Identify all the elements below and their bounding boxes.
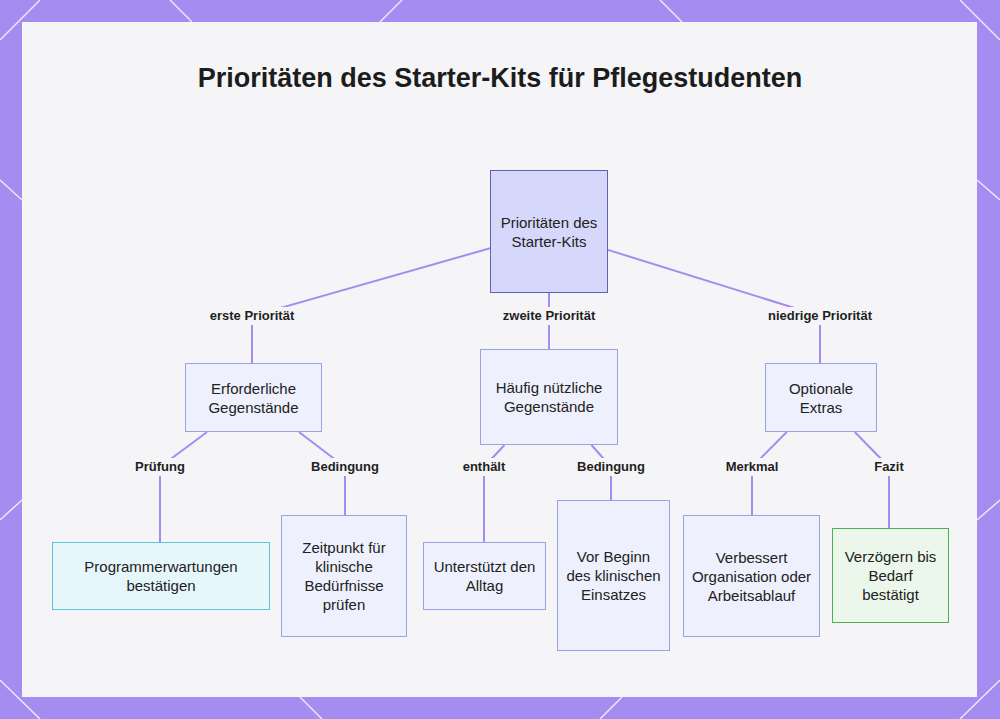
edge-label: Bedingung: [308, 458, 382, 476]
category-box: Erforderliche Gegenstände: [185, 363, 322, 432]
node-text: Häufig nützliche Gegenstände: [488, 378, 610, 416]
edge-label: niedrige Priorität: [765, 307, 875, 325]
diagram-title: Prioritäten des Starter-Kits für Pfleges…: [150, 62, 850, 95]
edge-label: erste Priorität: [207, 307, 298, 325]
connector-line: [855, 432, 889, 528]
connector-line: [252, 248, 490, 363]
detail-box: Verbessert Organisation oder Arbeitsabla…: [683, 515, 820, 637]
node-text: Verzögern bis Bedarf bestätigt: [840, 547, 941, 604]
node-text: Verbessert Organisation oder Arbeitsabla…: [691, 548, 812, 605]
detail-box: Programmerwartungen bestätigen: [52, 542, 270, 610]
category-box: Häufig nützliche Gegenstände: [480, 349, 618, 445]
edge-label: Merkmal: [723, 458, 782, 476]
edge-label: Fazit: [871, 458, 907, 476]
edge-label: zweite Priorität: [500, 307, 598, 325]
conclusion-box: Verzögern bis Bedarf bestätigt: [832, 528, 949, 623]
node-text: Programmerwartungen bestätigen: [60, 557, 262, 595]
node-text: Prioritäten des Starter-Kits: [498, 213, 600, 251]
detail-box: Vor Beginn des klinischen Einsatzes: [557, 500, 670, 651]
node-text: Vor Beginn des klinischen Einsatzes: [565, 547, 662, 604]
node-text: Zeitpunkt für klinische Bedürfnisse prüf…: [289, 538, 399, 614]
category-box: Optionale Extras: [765, 363, 877, 432]
node-text: Optionale Extras: [773, 379, 869, 417]
edge-label: Prüfung: [132, 458, 188, 476]
root-box: Prioritäten des Starter-Kits: [490, 170, 608, 293]
edge-label: enthält: [460, 458, 509, 476]
edge-label: Bedingung: [574, 458, 648, 476]
detail-box: Zeitpunkt für klinische Bedürfnisse prüf…: [281, 515, 407, 637]
node-text: Erforderliche Gegenstände: [193, 379, 314, 417]
detail-box: Unterstützt den Alltag: [423, 542, 546, 610]
connector-line: [160, 432, 207, 542]
node-text: Unterstützt den Alltag: [431, 557, 538, 595]
